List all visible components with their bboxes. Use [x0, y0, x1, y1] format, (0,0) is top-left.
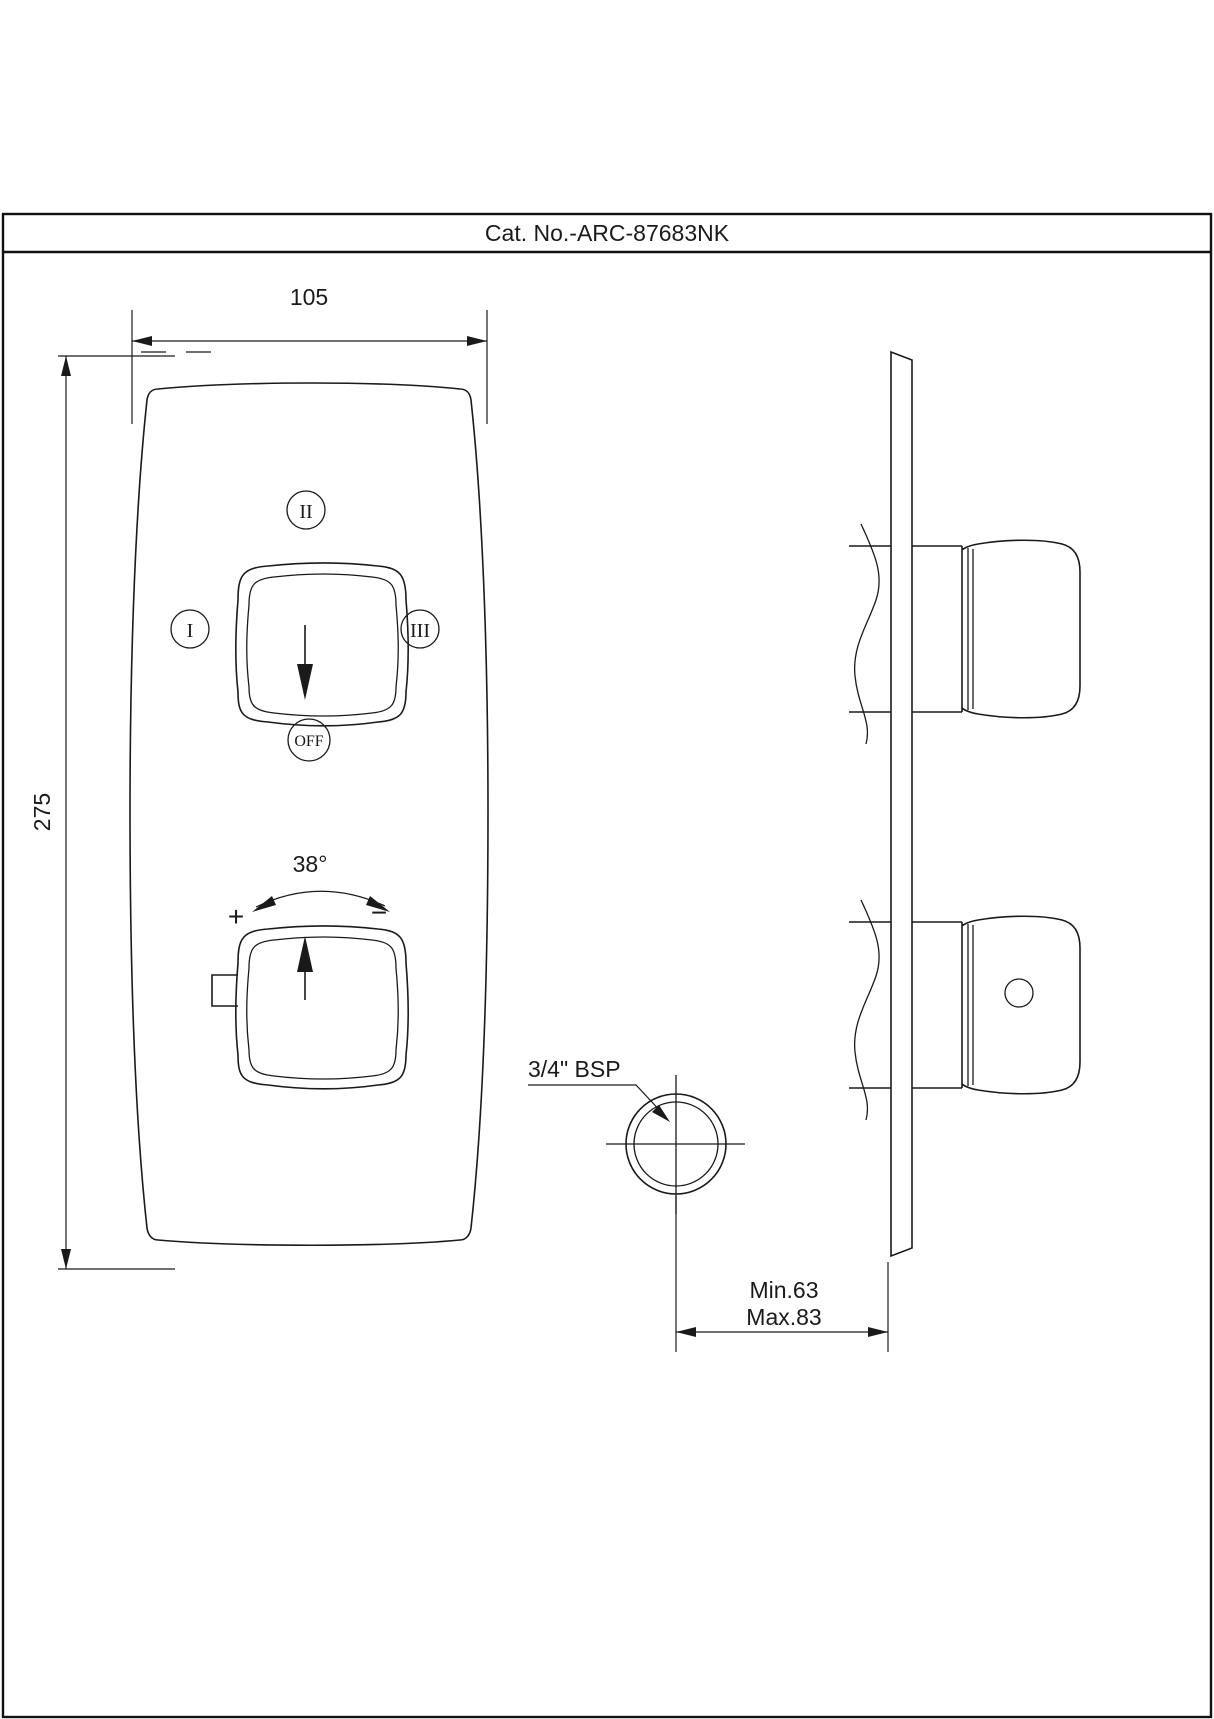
dimension-width-value: 105 — [290, 284, 328, 310]
temperature-decrease-label: − — [371, 897, 387, 928]
diverter-knob[interactable] — [234, 562, 410, 727]
page-title: Cat. No.-ARC-87683NK — [485, 220, 730, 246]
inlet-thread-leader — [528, 1084, 670, 1122]
side-view-upper-handle — [849, 523, 1081, 745]
sheet-border — [1, 212, 1213, 1719]
dimension-width-105: 105 — [131, 284, 488, 424]
position-marker-I: I — [170, 609, 210, 649]
inlet-port-detail: 3/4" BSP — [528, 1056, 745, 1214]
dimension-height-275: 275 — [29, 355, 175, 1270]
side-view-wall-plate — [890, 350, 913, 1258]
temperature-increase-label: + — [228, 901, 244, 932]
temperature-arrow-up — [297, 936, 313, 1000]
side-view-lower-handle — [849, 899, 1081, 1121]
diverter-arrow-down — [297, 625, 313, 700]
position-marker-off: OFF — [287, 718, 331, 762]
diverter-position-markers: II I III OFF — [170, 490, 440, 762]
dimension-projection-max: Max.83 — [746, 1304, 821, 1330]
temperature-knob[interactable] — [211, 925, 410, 1090]
inlet-centerlines — [606, 1075, 745, 1214]
inlet-thread-label: 3/4" BSP — [528, 1056, 621, 1082]
faceplate-outline — [129, 382, 489, 1247]
position-marker-I-label: I — [187, 620, 194, 642]
position-marker-III-label: III — [410, 620, 430, 642]
position-marker-II-label: II — [299, 501, 312, 523]
position-marker-III: III — [400, 609, 440, 649]
temperature-knob-tab — [211, 974, 238, 1007]
temperature-range-arc: 38° + − — [228, 851, 390, 932]
dimension-projection-min: Min.63 — [749, 1277, 818, 1303]
position-marker-off-label: OFF — [294, 733, 323, 750]
position-marker-II: II — [286, 490, 326, 530]
dimension-height-value: 275 — [29, 793, 55, 831]
dimension-projection: Min.63 Max.83 — [675, 1196, 889, 1352]
temperature-angle-label: 38° — [293, 851, 328, 877]
